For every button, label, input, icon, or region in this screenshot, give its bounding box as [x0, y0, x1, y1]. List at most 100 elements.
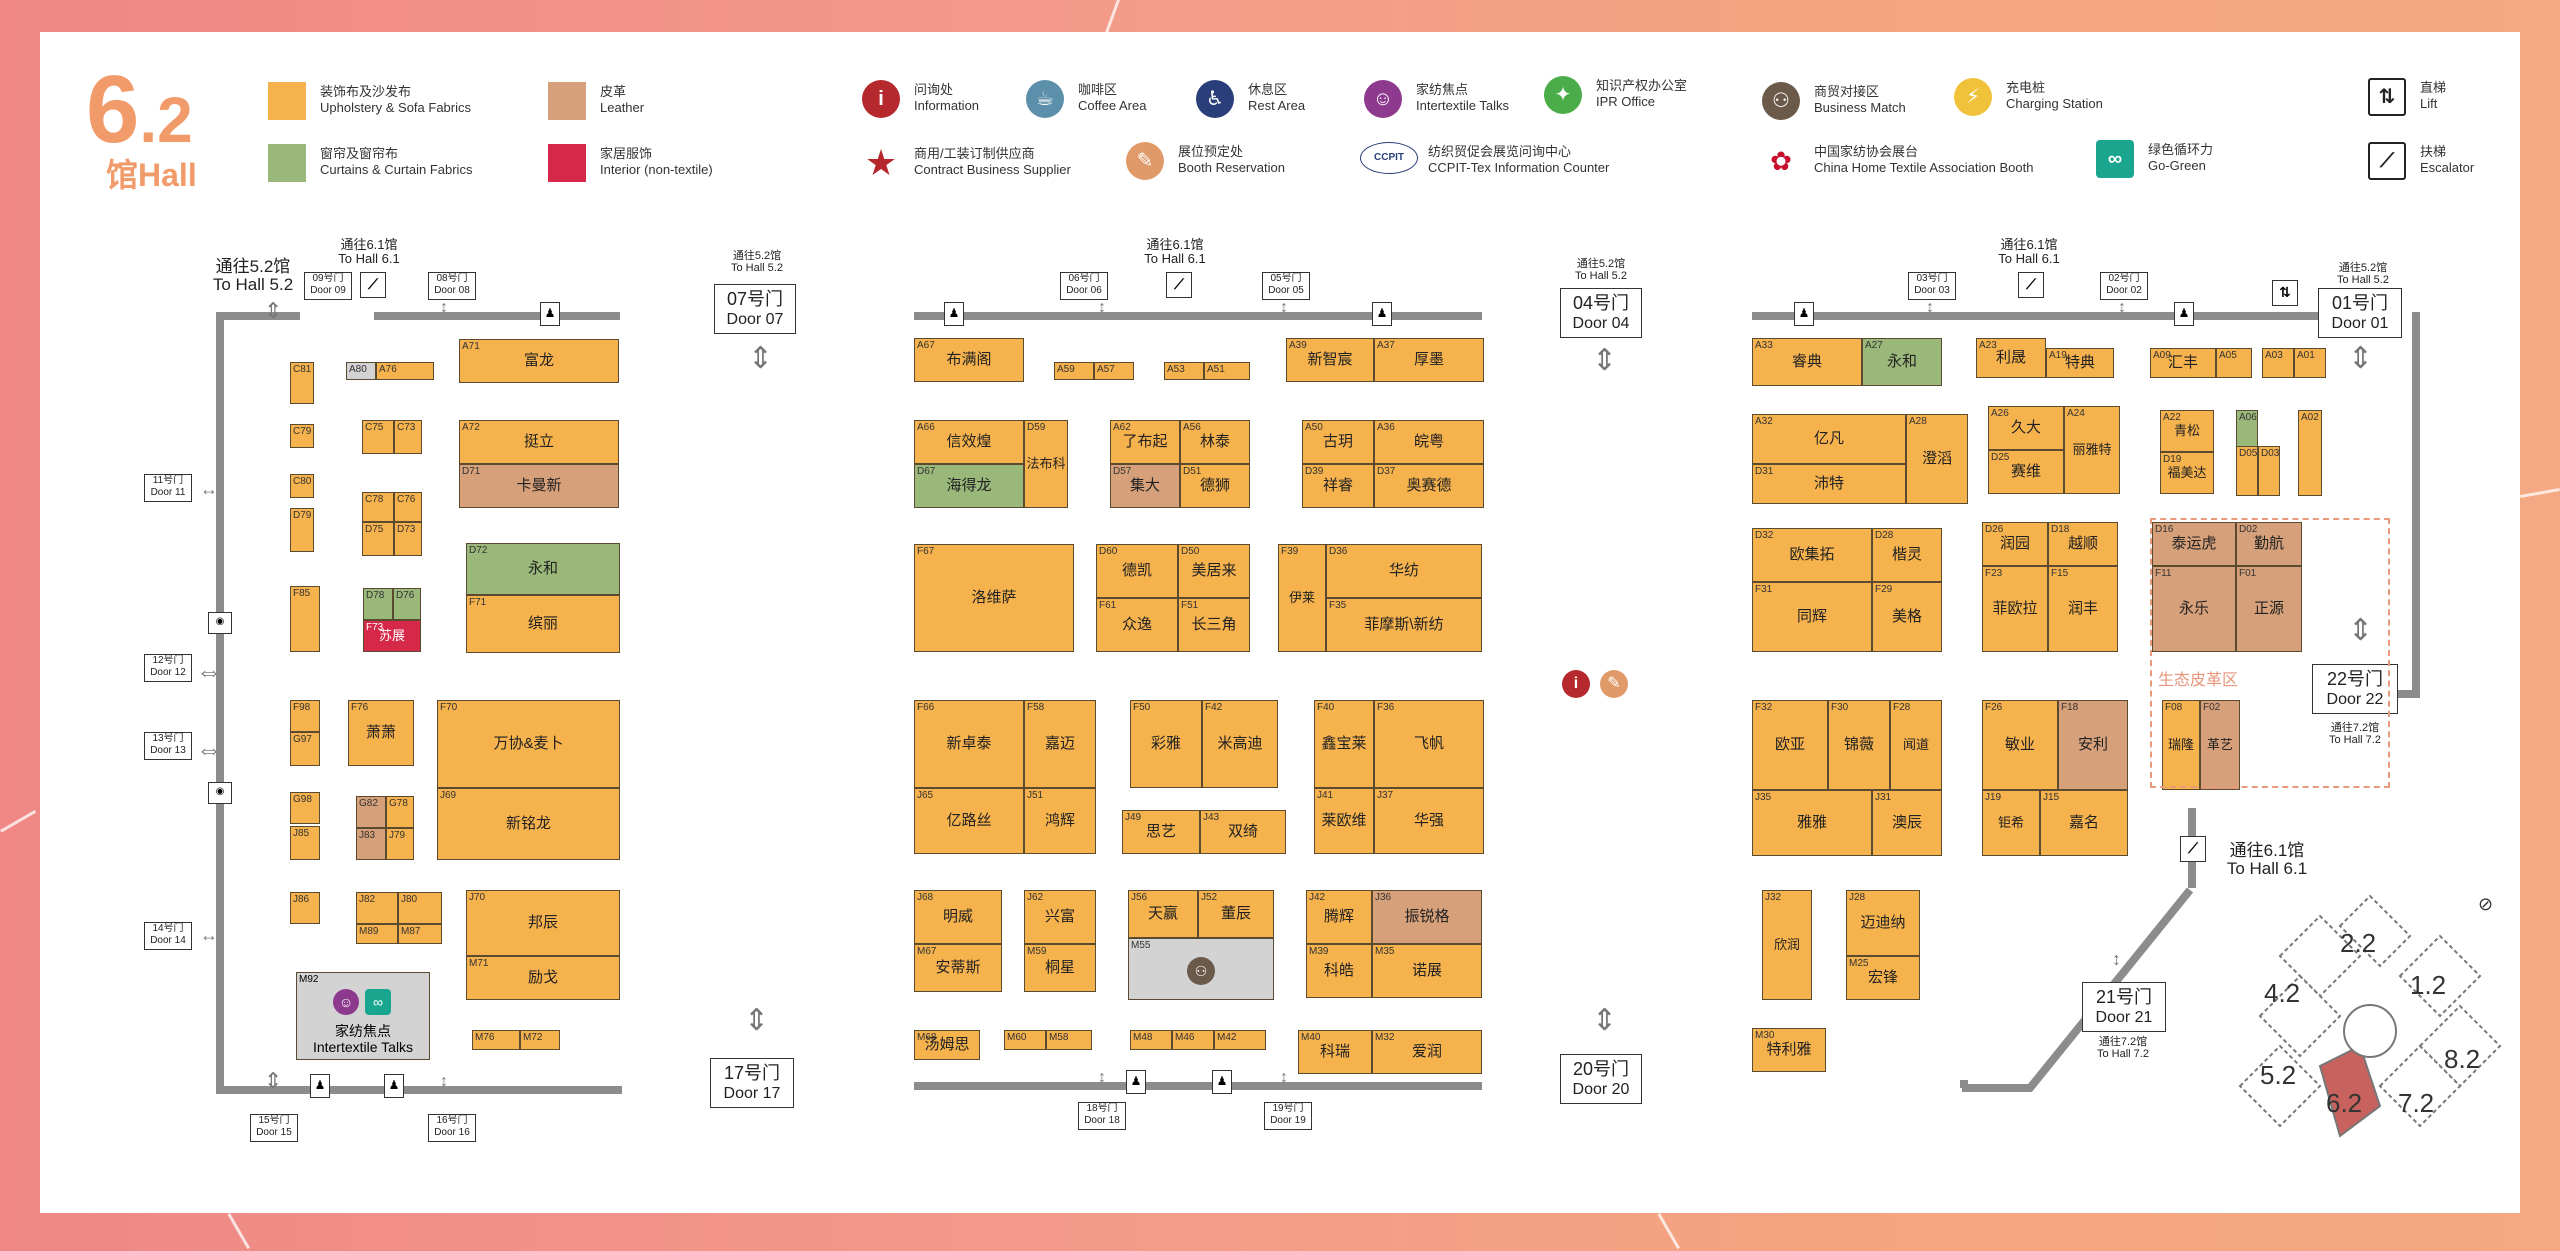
booth-g98[interactable]: G98	[290, 792, 320, 824]
booth-a01[interactable]: A01	[2294, 348, 2326, 378]
booth-d73[interactable]: D73	[394, 522, 422, 556]
booth-m55[interactable]: M55⚇	[1128, 938, 1274, 1000]
booth-j83[interactable]: J83	[356, 828, 386, 860]
booth-c78[interactable]: C78	[362, 492, 394, 522]
booth-f98[interactable]: F98	[290, 700, 320, 732]
info-point[interactable]: i	[1562, 668, 1592, 698]
booth-m46[interactable]: M46	[1172, 1030, 1214, 1050]
booth-m48[interactable]: M48	[1130, 1030, 1172, 1050]
booth-m60[interactable]: M60	[1004, 1030, 1046, 1050]
booth-a53[interactable]: A53	[1164, 362, 1204, 380]
booth-a05[interactable]: A05	[2216, 348, 2252, 378]
booth-a57[interactable]: A57	[1094, 362, 1134, 380]
booth-j80[interactable]: J80	[398, 892, 442, 924]
booth-d03[interactable]: D03	[2258, 446, 2280, 496]
booth-d05[interactable]: D05	[2236, 446, 2258, 496]
booth-c81[interactable]: C81	[290, 362, 314, 404]
booth-g97[interactable]: G97	[290, 732, 320, 766]
booth-c80[interactable]: C80	[290, 474, 314, 498]
booth-c73[interactable]: C73	[394, 420, 422, 454]
booth-reservation-point[interactable]: ✎	[1600, 668, 1630, 698]
booth-a76[interactable]: A76	[376, 362, 434, 380]
booth-j82[interactable]: J82	[356, 892, 398, 924]
booth-c75[interactable]: C75	[362, 420, 394, 454]
booth-d78[interactable]: D78	[363, 588, 393, 620]
